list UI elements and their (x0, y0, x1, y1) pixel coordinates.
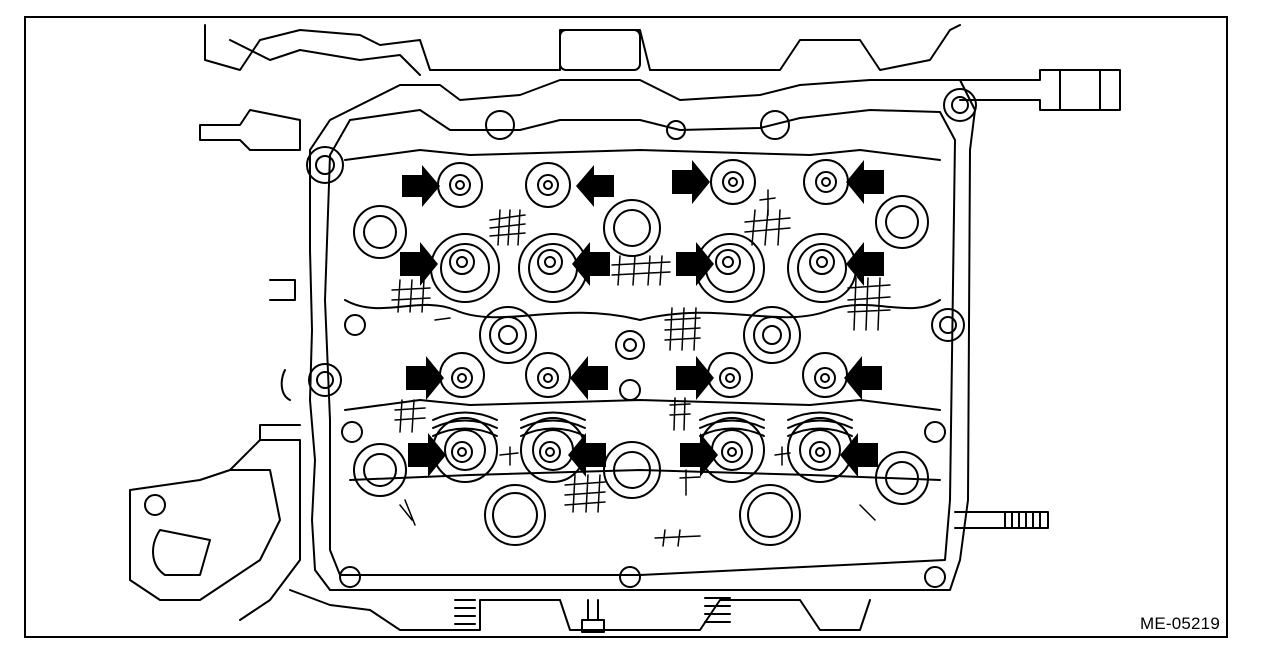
left-fitting (280, 369, 291, 401)
cam-bearing-boss (743, 306, 801, 364)
upper-housing-outline (204, 24, 961, 71)
valve-retainer (802, 352, 848, 398)
spark-plug-well (739, 484, 801, 546)
lower-spring-left (454, 599, 476, 625)
cam-bearing-boss (498, 325, 518, 345)
cam-bearing-boss (353, 443, 407, 497)
arrow-left (846, 160, 884, 204)
spark-plug-well (603, 441, 661, 499)
head-bolt-hole (924, 421, 946, 443)
head-bolt-hole (344, 314, 366, 336)
valve-retainer (710, 159, 756, 205)
valve-retainer (707, 352, 753, 398)
arrow-right (672, 160, 710, 204)
sensor-flange (152, 529, 211, 576)
arrow-layer (400, 160, 884, 477)
cam-journal-lower (344, 399, 941, 411)
valve-spring (787, 233, 857, 303)
left-lower-housing (229, 439, 301, 621)
water-pipe (949, 69, 1121, 111)
valve-retainer (525, 162, 571, 208)
spark-plug-well (603, 199, 661, 257)
arrow-right (680, 433, 718, 477)
head-bolt-hole (760, 110, 790, 140)
cam-bearing-boss (885, 461, 919, 495)
arrow-left (576, 165, 614, 207)
arrow-left (572, 242, 610, 286)
cam-journal-mid (344, 299, 941, 321)
stud-bolt-thread (1004, 511, 1041, 529)
valve-retainer (803, 159, 849, 205)
head-bolt-hole (666, 120, 686, 140)
head-bolt-hole (316, 371, 334, 389)
spark-plug-well (492, 492, 538, 538)
left-fitting (259, 424, 301, 441)
head-bolt-hole (924, 566, 946, 588)
head-bolt-hole (315, 155, 335, 175)
arrow-left (570, 356, 608, 400)
valve-retainer (437, 162, 483, 208)
lower-bolt (587, 599, 599, 621)
sensor-mount-hole (144, 494, 166, 516)
cylinder-head-inner-rail (324, 109, 956, 576)
upper-housing-inner (229, 39, 421, 76)
head-bolt-hole (306, 146, 344, 184)
oil-passage (623, 338, 637, 352)
head-bolt-hole (951, 96, 969, 114)
oil-passage (615, 330, 645, 360)
arrow-right (406, 356, 444, 400)
spark-plug-well (613, 451, 651, 489)
valve-spring (430, 233, 500, 303)
arrow-right (676, 356, 714, 400)
valve-retainer (525, 352, 571, 398)
head-bolt-hole (619, 566, 641, 588)
spark-plug-well (613, 209, 651, 247)
arrow-left (568, 433, 606, 477)
arrow-right (408, 433, 446, 477)
valve-spring (787, 411, 853, 483)
arrow-left (844, 356, 882, 400)
oil-passage (619, 379, 641, 401)
arrow-right (402, 165, 440, 207)
left-fitting (269, 279, 296, 301)
casting-texture (391, 189, 891, 547)
cam-bearing-boss (753, 316, 791, 354)
upper-boss (559, 29, 641, 71)
head-bolt-hole (943, 88, 977, 122)
valve-retainer (439, 352, 485, 398)
cam-bearing-boss (762, 325, 782, 345)
lower-housing-outline (289, 589, 871, 631)
stud-bolt (954, 511, 1049, 529)
head-inner-divider (349, 469, 941, 481)
left-sensor-housing (129, 469, 281, 601)
head-bolt-hole (931, 308, 965, 342)
cam-journal-upper (344, 149, 941, 161)
cam-bearing-boss (489, 316, 527, 354)
arrow-left (846, 242, 884, 286)
cam-bearing-boss (363, 453, 397, 487)
lower-spring-right (704, 597, 731, 623)
head-bolt-hole (485, 110, 515, 140)
head-bolt-hole (341, 421, 363, 443)
spark-plug-well (747, 492, 793, 538)
lower-bolt-head (581, 619, 605, 633)
cam-bearing-boss (363, 215, 397, 249)
arrow-right (676, 242, 714, 286)
head-bolt-hole (308, 363, 342, 397)
cam-bearing-boss (875, 451, 929, 505)
head-bolt-hole (339, 566, 361, 588)
cam-bearing-boss (479, 306, 537, 364)
cam-bearing-boss (875, 195, 929, 249)
arrow-right (400, 242, 438, 286)
arrow-left (840, 433, 878, 477)
figure-id-label: ME-05219 (1139, 614, 1220, 633)
spark-plug-well (484, 484, 546, 546)
left-bracket (199, 109, 301, 151)
cylinder-head-outline (309, 79, 976, 591)
cam-bearing-boss (885, 205, 919, 239)
cam-bearing-boss (353, 205, 407, 259)
head-bolt-hole (939, 316, 957, 334)
valve-spring (432, 411, 498, 483)
